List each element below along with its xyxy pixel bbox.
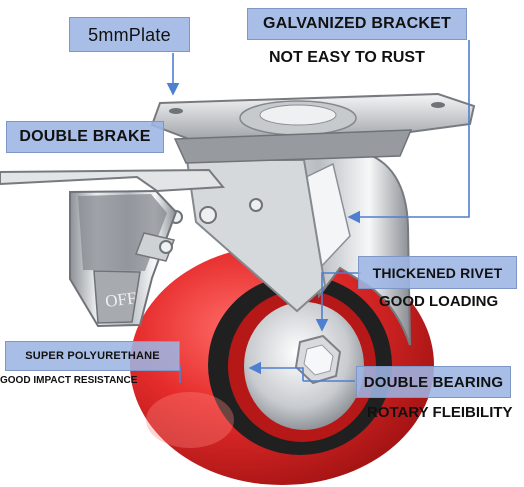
galvanized-bracket-label: GALVANIZED BRACKET	[247, 8, 467, 40]
plate-thickness-label: 5mmPlate	[69, 17, 190, 52]
impact-resistance-note: GOOD IMPACT RESISTANCE	[0, 375, 138, 386]
good-loading-note: GOOD LOADING	[379, 293, 499, 310]
super-polyurethane-label: SUPER POLYURETHANE	[5, 341, 180, 371]
rust-resistance-note: NOT EASY TO RUST	[269, 49, 425, 66]
thickened-rivet-label: THICKENED RIVET	[358, 256, 517, 289]
rotary-flexibility-note: ROTARY FLEIBILITY	[367, 404, 513, 421]
double-bearing-label: DOUBLE BEARING	[356, 366, 511, 398]
axle-nut	[294, 334, 342, 385]
brake-off-marking: OFF	[104, 288, 137, 311]
galvanized-fork	[169, 145, 411, 346]
double-brake-label: DOUBLE BRAKE	[6, 121, 164, 153]
callout-lines	[166, 40, 470, 383]
mounting-plate	[150, 92, 476, 164]
double-brake-pedal: OFF	[0, 168, 226, 328]
